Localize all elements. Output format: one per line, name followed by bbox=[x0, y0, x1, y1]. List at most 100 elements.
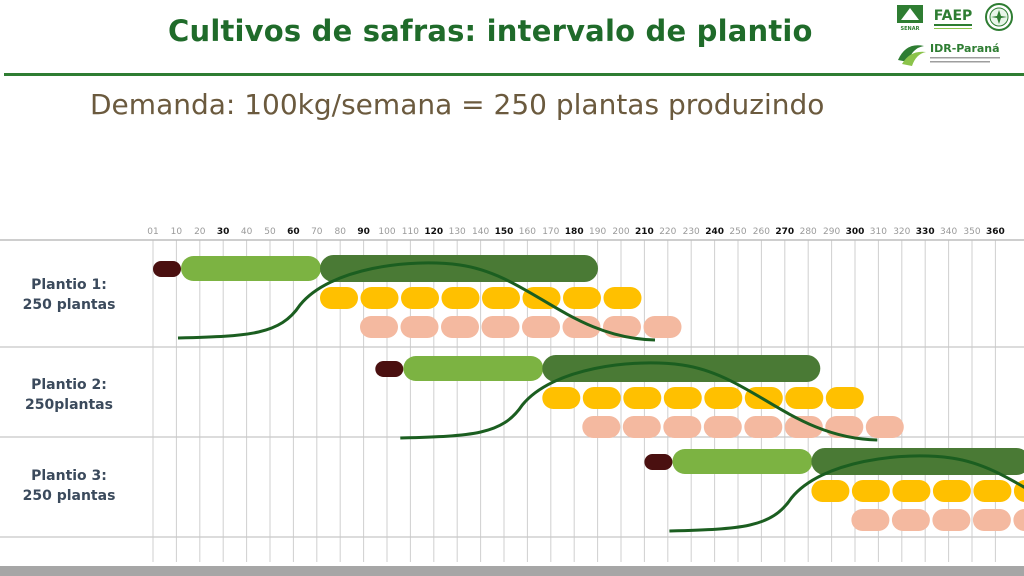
tick-label-20: 20 bbox=[194, 227, 206, 237]
tick-label-190: 190 bbox=[589, 227, 606, 237]
tick-label-330: 330 bbox=[916, 227, 935, 237]
tick-label-70: 70 bbox=[311, 227, 323, 237]
row1-harvest-pink-3 bbox=[441, 316, 479, 338]
row1-seedling-bar bbox=[181, 256, 321, 281]
tick-label-01: 01 bbox=[147, 227, 158, 237]
tick-label-30: 30 bbox=[217, 227, 230, 237]
row2-seedling-bar bbox=[403, 356, 544, 381]
row1-harvest-pink-1 bbox=[360, 316, 398, 338]
senar-logo-text: SENAR bbox=[901, 26, 920, 32]
tick-label-180: 180 bbox=[565, 227, 584, 237]
row2-harvest-pink-5 bbox=[744, 416, 783, 438]
tick-label-80: 80 bbox=[334, 227, 346, 237]
demand-subtitle: Demanda: 100kg/semana = 250 plantas prod… bbox=[90, 88, 825, 121]
row3-seed-bar bbox=[644, 454, 673, 470]
row-label-plantio-2-line2: 250plantas bbox=[25, 397, 113, 413]
row3-harvest-yellow-5 bbox=[973, 480, 1012, 502]
tick-label-50: 50 bbox=[264, 227, 276, 237]
tick-label-160: 160 bbox=[519, 227, 536, 237]
row3-harvest-yellow-1 bbox=[811, 480, 850, 502]
tick-label-40: 40 bbox=[241, 227, 253, 237]
row1-harvest-pink-4 bbox=[481, 316, 520, 338]
row1-harvest-yellow-7 bbox=[563, 287, 601, 309]
row1-production-curve bbox=[177, 261, 656, 342]
row1-harvest-pink-6 bbox=[562, 316, 601, 338]
row3-mature-bar bbox=[811, 448, 1024, 475]
tick-label-220: 220 bbox=[659, 227, 676, 237]
tick-label-290: 290 bbox=[823, 227, 840, 237]
faep-logo-text: FAEP bbox=[934, 8, 973, 24]
row2-harvest-pink-3 bbox=[663, 416, 702, 438]
row3-harvest-pink-4 bbox=[972, 509, 1011, 531]
senar-logo: SENAR bbox=[896, 4, 924, 32]
row3-harvest-yellow-4 bbox=[932, 480, 971, 502]
row1-seed-bar bbox=[153, 261, 181, 277]
row3-production-curve bbox=[669, 454, 1024, 533]
tick-label-360: 360 bbox=[986, 227, 1005, 237]
row-label-plantio-1-line2: 250 plantas bbox=[22, 297, 116, 313]
row2-harvest-pink-4 bbox=[703, 416, 742, 438]
tick-label-280: 280 bbox=[800, 227, 817, 237]
tick-label-250: 250 bbox=[729, 227, 746, 237]
row2-harvest-pink-6 bbox=[784, 416, 823, 438]
row-label-plantio-2-line1: Plantio 2: bbox=[31, 377, 107, 393]
tick-label-310: 310 bbox=[870, 227, 887, 237]
tick-label-100: 100 bbox=[378, 227, 395, 237]
tick-label-150: 150 bbox=[495, 227, 514, 237]
row1-harvest-pink-5 bbox=[522, 316, 560, 338]
row2-harvest-yellow-1 bbox=[542, 387, 581, 409]
row2-harvest-yellow-3 bbox=[623, 387, 662, 409]
tick-label-170: 170 bbox=[542, 227, 559, 237]
faep-logo: FAEP bbox=[928, 4, 978, 32]
tick-label-140: 140 bbox=[472, 227, 489, 237]
logos-area: SENAR FAEP IDR-Paraná bbox=[896, 2, 1016, 70]
row1-harvest-yellow-5 bbox=[482, 287, 520, 309]
row1-harvest-yellow-8 bbox=[603, 287, 642, 309]
row-label-plantio-1-line1: Plantio 1: bbox=[31, 277, 107, 293]
row2-harvest-pink-2 bbox=[622, 416, 661, 438]
tick-label-110: 110 bbox=[402, 227, 419, 237]
row1-harvest-pink-8 bbox=[643, 316, 682, 338]
tick-label-260: 260 bbox=[753, 227, 770, 237]
tick-label-350: 350 bbox=[963, 227, 980, 237]
row2-harvest-yellow-5 bbox=[704, 387, 743, 409]
tick-label-340: 340 bbox=[940, 227, 957, 237]
row-label-plantio-3-line1: Plantio 3: bbox=[31, 468, 107, 484]
row3-seedling-bar bbox=[672, 449, 813, 474]
row1-mature-bar bbox=[320, 255, 598, 282]
row2-harvest-yellow-7 bbox=[785, 387, 824, 409]
row2-production-curve bbox=[400, 361, 878, 442]
tick-label-10: 10 bbox=[171, 227, 183, 237]
row1-harvest-pink-2 bbox=[400, 316, 439, 338]
row-label-plantio-2: Plantio 2: 250plantas bbox=[4, 375, 134, 415]
row2-harvest-yellow-4 bbox=[663, 387, 702, 409]
row2-seed-bar bbox=[375, 361, 404, 377]
row3-harvest-pink-5 bbox=[1013, 509, 1024, 531]
row2-harvest-pink-8 bbox=[865, 416, 904, 438]
tick-label-130: 130 bbox=[449, 227, 466, 237]
row3-harvest-yellow-3 bbox=[892, 480, 931, 502]
tick-label-320: 320 bbox=[893, 227, 910, 237]
tick-label-230: 230 bbox=[683, 227, 700, 237]
row2-harvest-yellow-2 bbox=[582, 387, 621, 409]
idr-parana-logo: IDR-Paraná bbox=[896, 38, 1016, 70]
row2-harvest-yellow-8 bbox=[825, 387, 864, 409]
tick-label-270: 270 bbox=[775, 227, 794, 237]
row2-harvest-pink-1 bbox=[582, 416, 621, 438]
slide-title: Cultivos de safras: intervalo de plantio bbox=[168, 14, 813, 48]
row1-harvest-yellow-1 bbox=[320, 287, 358, 309]
row2-mature-bar bbox=[542, 355, 821, 382]
row3-harvest-pink-1 bbox=[851, 509, 890, 531]
row-label-plantio-3-line2: 250 plantas bbox=[22, 488, 116, 504]
tick-label-300: 300 bbox=[846, 227, 865, 237]
tick-label-200: 200 bbox=[612, 227, 629, 237]
row3-harvest-pink-2 bbox=[891, 509, 930, 531]
tick-label-240: 240 bbox=[705, 227, 724, 237]
circle-seal-logo bbox=[984, 2, 1014, 32]
bottom-bar bbox=[0, 566, 1024, 576]
idr-logo-text: IDR-Paraná bbox=[930, 42, 1000, 55]
tick-label-90: 90 bbox=[357, 227, 370, 237]
row3-harvest-yellow-2 bbox=[851, 480, 890, 502]
row1-harvest-yellow-4 bbox=[441, 287, 480, 309]
